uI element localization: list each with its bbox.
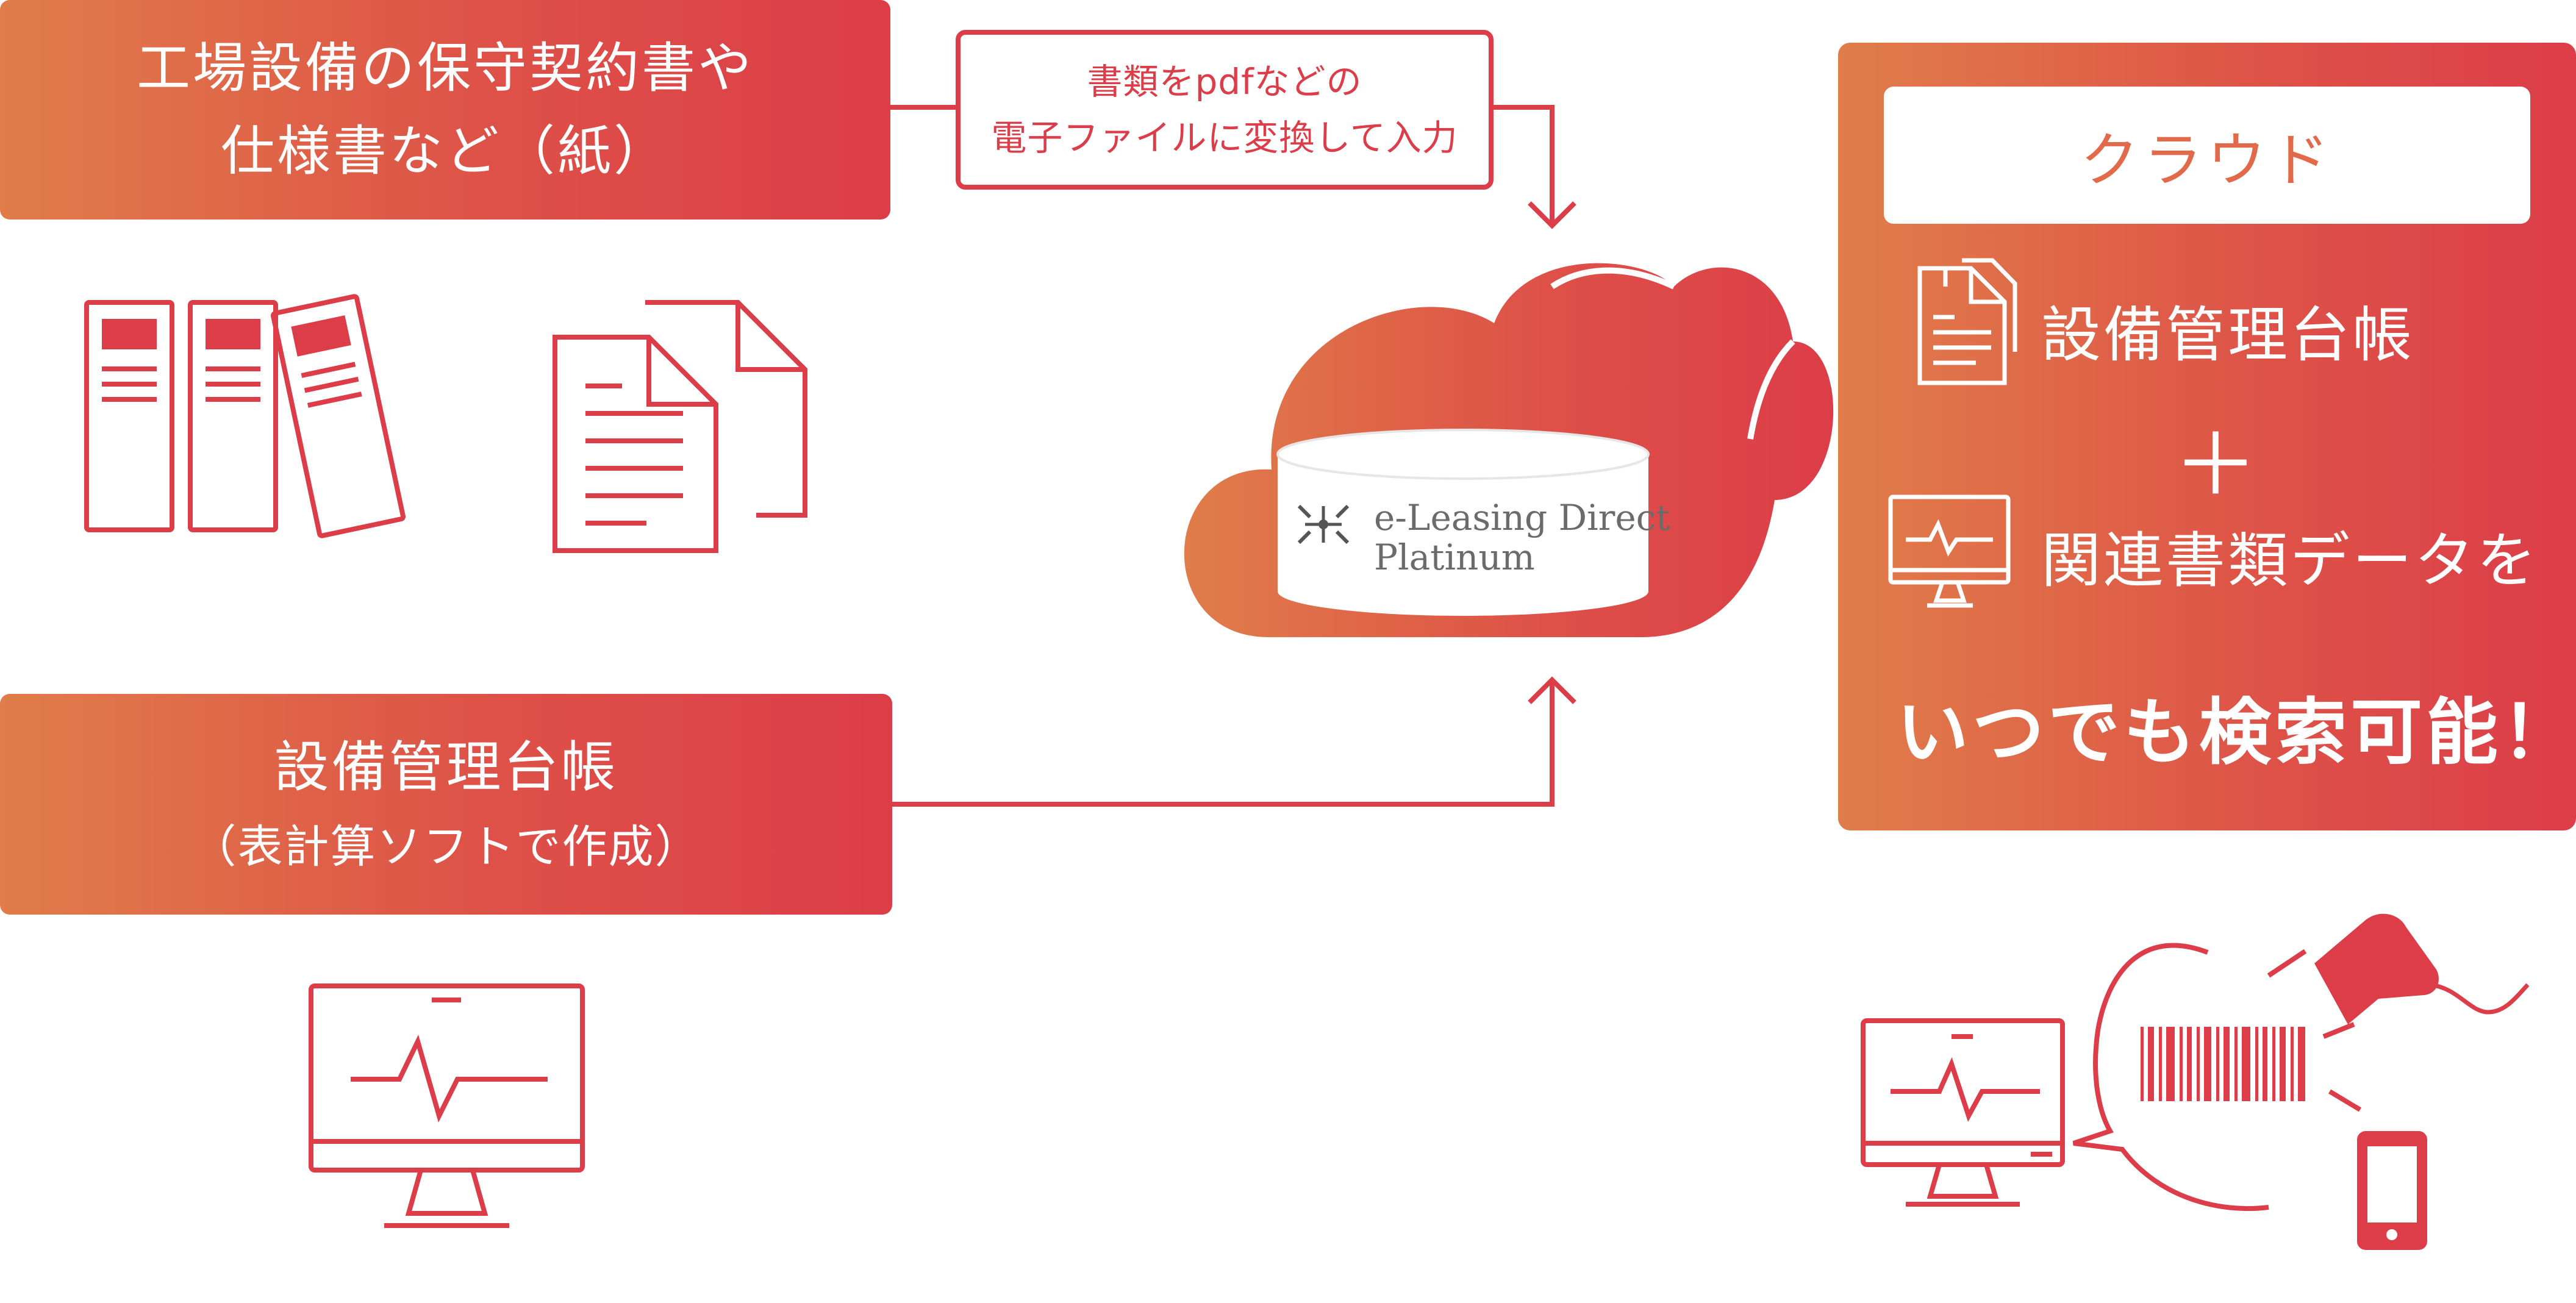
documents-icon [553, 300, 807, 553]
convert-label-line2: 電子ファイルに変換して入力 [991, 117, 1458, 159]
paper-documents-box: 工場設備の保守契約書や 仕様書など（紙） [0, 0, 890, 220]
panel-item-related-docs: 関連書類データを [2041, 526, 2539, 596]
panel-plus: ＋ [2173, 416, 2261, 515]
brand-mark-icon [1297, 504, 1350, 544]
monitor-icon [309, 983, 585, 1228]
speech-bubble [2072, 943, 2269, 1212]
panel-tagline: いつでも検索可能！ [1897, 690, 2576, 774]
paper-box-line2: 仕様書など（紙） [220, 120, 670, 182]
ledger-box: 設備管理台帳 （表計算ソフトで作成） [0, 694, 892, 915]
connector-ledger-to-cloud [892, 676, 1576, 807]
smartphone-icon [2357, 1131, 2427, 1250]
binders-icon [84, 294, 406, 538]
paper-box-line1: 工場設備の保守契約書や [136, 37, 754, 99]
scan-rays [2267, 949, 2362, 1112]
ledger-box-line2: （表計算ソフトで作成） [191, 821, 701, 873]
convert-label: 書類をpdfなどの 電子ファイルに変換して入力 [956, 30, 1494, 190]
brand-line1: e-Leasing Direct [1374, 497, 1670, 538]
brand-line2: Platinum [1374, 537, 1535, 578]
barcode-scanner-icon [2314, 913, 2530, 1024]
barcode-icon [2141, 1027, 2305, 1101]
panel-item-ledger: 設備管理台帳 [2041, 301, 2415, 370]
ledger-box-line1: 設備管理台帳 [274, 735, 618, 799]
small-monitor-icon [1861, 1018, 2065, 1207]
cloud-database-icon [1184, 263, 1834, 637]
cloud-panel-header: クラウド [1884, 87, 2530, 224]
convert-label-line1: 書類をpdfなどの [1087, 61, 1362, 102]
